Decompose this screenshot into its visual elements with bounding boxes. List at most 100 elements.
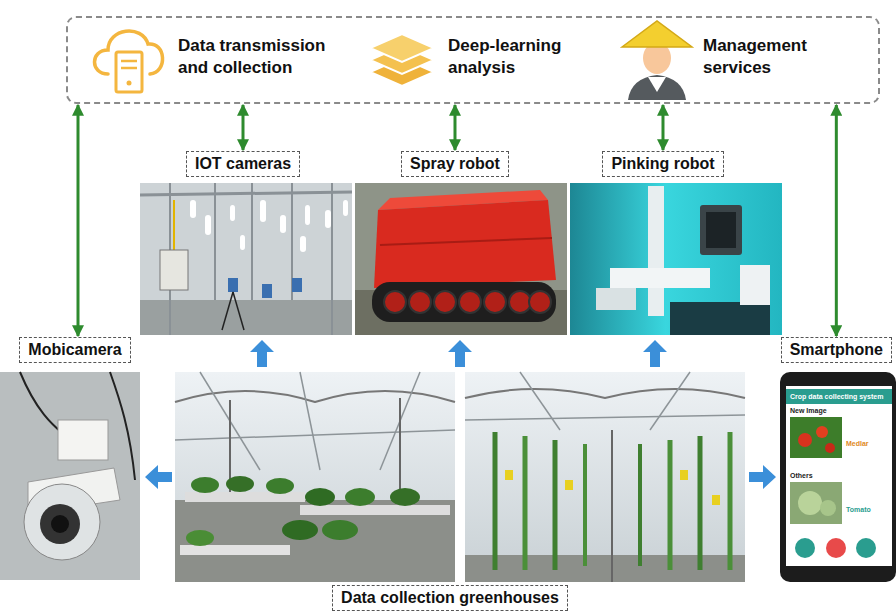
iot-camera-photo (228, 278, 238, 292)
farmer-icon (622, 21, 692, 47)
spray-robot-photo (529, 291, 551, 313)
farmer-icon (648, 77, 666, 92)
spray-robot-photo (384, 291, 406, 313)
dome-camera-photo (0, 372, 140, 580)
data-link-arrow (661, 105, 664, 150)
blue-flow-arrows (448, 340, 472, 367)
spray-robot-photo (355, 183, 567, 335)
greenhouse-photo (305, 488, 335, 506)
spray-robot-photo (355, 183, 567, 335)
picking-robot-photo (596, 288, 636, 310)
greenhouse-photo (175, 430, 455, 440)
smartphone-picture (856, 538, 876, 558)
iot-camera-photo (331, 183, 333, 335)
greenhouse-photo (505, 470, 513, 480)
crop-tag: Medlar (846, 440, 869, 448)
node-label: Mobicamera (28, 341, 121, 359)
greenhouse-photo (345, 488, 375, 506)
greenhouse-label: Data collection greenhouses (332, 585, 568, 611)
cloud-server-icon (127, 81, 132, 86)
service-text: Management services (703, 35, 828, 79)
spray-robot-photo (380, 238, 552, 245)
greenhouse-photo (186, 530, 214, 546)
dome-camera-photo (51, 515, 69, 533)
smartphone-picture (786, 389, 892, 404)
greenhouse-photo (465, 415, 745, 420)
greenhouse-photo (300, 505, 450, 515)
spray-robot-photo (509, 291, 531, 313)
cloud-server-icon (116, 52, 142, 92)
picking-robot-photo (570, 183, 782, 335)
greenhouse-photo (520, 372, 560, 430)
data-link-arrow (242, 105, 245, 150)
picking-robot-photo (670, 302, 770, 335)
greenhouse-photo (465, 389, 745, 398)
smartphone-picture (825, 443, 835, 453)
iot-camera-photo (343, 200, 348, 216)
cloud-server-icon (121, 67, 137, 70)
iot-camera-photo (140, 183, 352, 335)
dome-camera-photo (58, 420, 108, 460)
greenhouse-photo (390, 488, 420, 506)
smartphone-picture (820, 500, 836, 516)
farmer-icon (628, 75, 686, 100)
blue-flow-arrows (749, 465, 776, 489)
iot-camera-photo (214, 183, 216, 300)
iot-camera-photo (305, 205, 310, 225)
smartphone-picture (798, 491, 822, 515)
greenhouse-photo (185, 492, 305, 502)
data-link-arrow (835, 105, 838, 336)
smartphone-picture (790, 482, 842, 524)
iot-camera-photo (300, 236, 306, 252)
iot-camera-photo (233, 292, 244, 330)
blue-flow-arrows (145, 340, 776, 489)
iot-camera-photo (205, 215, 211, 235)
greenhouse-photo (712, 495, 720, 505)
dome-camera-photo (40, 504, 80, 544)
picking-robot-photo (740, 265, 770, 305)
node-label: Spray robot (410, 155, 500, 173)
smartphone-picture (786, 386, 892, 566)
spray-robot-photo (484, 291, 506, 313)
crop-tag: Tomato (846, 506, 871, 514)
greenhouse-photo (322, 520, 358, 540)
iot-camera-photo (280, 215, 286, 233)
greenhouse-photo (680, 470, 688, 480)
iot-camera-photo (230, 205, 235, 221)
spray-robot-photo (372, 282, 556, 322)
device-label: IOT cameras (186, 151, 300, 177)
iot-camera-photo (140, 192, 352, 195)
smartphone-picture (798, 433, 812, 447)
iot-camera-photo (140, 183, 352, 335)
greenhouse-photo (668, 440, 673, 570)
picking-robot-photo (706, 212, 736, 248)
greenhouse-photo (175, 372, 455, 582)
spray-robot-photo (409, 291, 431, 313)
blue-flow-arrows (145, 465, 172, 489)
iot-camera-photo (140, 300, 352, 335)
greenhouse-photo (282, 520, 318, 540)
node-label: Data collection greenhouses (341, 589, 559, 607)
iot-camera-photo (222, 292, 233, 330)
greenhouse-photo (175, 500, 455, 582)
service-text: Data transmission and collection (178, 35, 343, 79)
greenhouse-photo (266, 478, 294, 494)
app-section: Others (790, 472, 813, 480)
greenhouse-photo (728, 432, 733, 570)
greenhouse-photo (180, 545, 290, 555)
smartphone-picture (780, 372, 896, 582)
spray-robot-photo (374, 200, 556, 288)
cloud-server-icon (121, 60, 137, 63)
app-section: New Image (790, 407, 827, 415)
blue-flow-arrows (643, 340, 667, 367)
smartphone-picture (795, 538, 815, 558)
device-label: Smartphone (781, 337, 892, 363)
node-label: Pinking robot (611, 155, 714, 173)
iot-camera-photo (262, 284, 272, 298)
greenhouse-photo (175, 372, 455, 582)
picking-robot-photo (648, 186, 664, 316)
blue-flow-arrows (250, 340, 274, 367)
greenhouse-photo (465, 555, 745, 582)
